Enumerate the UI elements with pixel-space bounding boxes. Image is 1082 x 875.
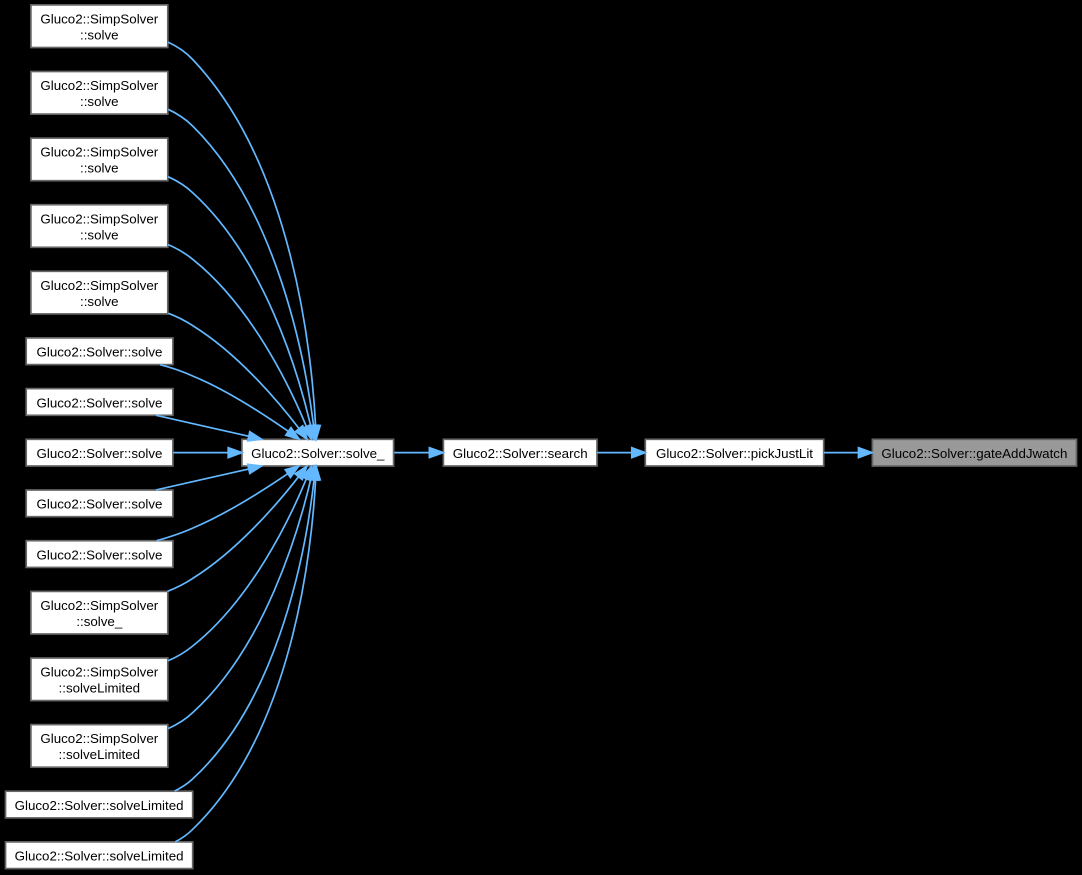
svg-text:::solveLimited: ::solveLimited — [59, 747, 141, 762]
svg-text:::solve: ::solve — [80, 227, 119, 242]
svg-text:Gluco2::Solver::solve: Gluco2::Solver::solve — [37, 547, 163, 562]
svg-text:Gluco2::Solver::solve_: Gluco2::Solver::solve_ — [251, 446, 385, 461]
svg-text:::solveLimited: ::solveLimited — [59, 681, 141, 696]
svg-text:Gluco2::Solver::solve: Gluco2::Solver::solve — [37, 446, 163, 461]
svg-text:::solve: ::solve — [80, 28, 119, 43]
svg-text:::solve: ::solve — [80, 161, 119, 176]
svg-text:Gluco2::Solver::solveLimited: Gluco2::Solver::solveLimited — [15, 798, 184, 813]
svg-text:Gluco2::SimpSolver: Gluco2::SimpSolver — [40, 145, 158, 160]
svg-text:Gluco2::SimpSolver: Gluco2::SimpSolver — [40, 211, 158, 226]
svg-text:::solve: ::solve — [80, 94, 119, 109]
svg-text:Gluco2::Solver::solve: Gluco2::Solver::solve — [37, 345, 163, 360]
svg-text:Gluco2::SimpSolver: Gluco2::SimpSolver — [40, 598, 158, 613]
svg-text:Gluco2::Solver::solve: Gluco2::Solver::solve — [37, 497, 163, 512]
svg-text:::solve: ::solve — [80, 294, 119, 309]
svg-text:Gluco2::SimpSolver: Gluco2::SimpSolver — [40, 665, 158, 680]
svg-text:Gluco2::Solver::solve: Gluco2::Solver::solve — [37, 395, 163, 410]
svg-text:Gluco2::SimpSolver: Gluco2::SimpSolver — [40, 78, 158, 93]
svg-text:Gluco2::SimpSolver: Gluco2::SimpSolver — [40, 278, 158, 293]
svg-text:Gluco2::SimpSolver: Gluco2::SimpSolver — [40, 12, 158, 27]
svg-text:Gluco2::Solver::search: Gluco2::Solver::search — [453, 446, 588, 461]
svg-text:::solve_: ::solve_ — [76, 614, 123, 629]
svg-text:Gluco2::Solver::pickJustLit: Gluco2::Solver::pickJustLit — [656, 446, 813, 461]
svg-text:Gluco2::Solver::solveLimited: Gluco2::Solver::solveLimited — [15, 849, 184, 864]
svg-text:Gluco2::SimpSolver: Gluco2::SimpSolver — [40, 731, 158, 746]
svg-text:Gluco2::Solver::gateAddJwatch: Gluco2::Solver::gateAddJwatch — [881, 446, 1067, 461]
